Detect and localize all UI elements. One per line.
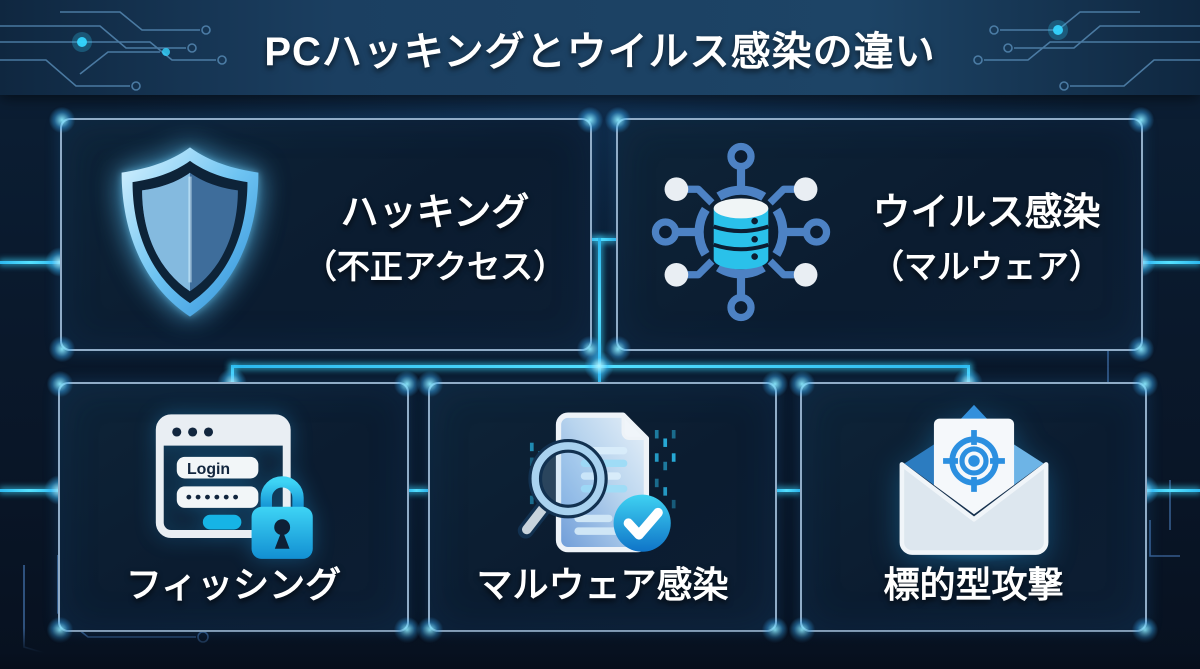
corner-glow — [1128, 107, 1154, 133]
node-virus-title: ウイルス感染 — [872, 192, 1101, 234]
password-field-mask: •••••• — [185, 487, 241, 506]
corner-glow — [1128, 336, 1154, 362]
corner-glow — [394, 371, 420, 397]
node-hacking-subtitle: （不正アクセス） — [303, 248, 567, 285]
connector-right-edge-top — [1139, 261, 1200, 264]
node-malware-label: マルウェア感染 — [476, 564, 729, 605]
corner-glow — [577, 336, 603, 362]
node-targeted: 標的型攻撃 — [789, 371, 1158, 643]
circuit-pattern-header-left — [0, 11, 227, 91]
corner-glow — [789, 371, 815, 397]
node-virus-subtitle: （マルウェア） — [871, 248, 1102, 285]
corner-glow — [1132, 371, 1158, 397]
footer-band — [0, 628, 1200, 669]
shield-icon — [100, 142, 280, 327]
network-database-icon — [650, 141, 832, 328]
connector-top-bridge — [588, 238, 616, 241]
node-hacking-title: ハッキング — [340, 192, 530, 234]
node-hacking: ハッキング （不正アクセス） — [49, 107, 603, 362]
login-window-lock-icon: Login •••••• — [60, 398, 407, 568]
page-title: PCハッキングとウイルス感染の違い — [264, 29, 936, 74]
connector-left-edge-bottom — [0, 489, 58, 492]
corner-glow — [49, 336, 75, 362]
node-targeted-label: 標的型攻撃 — [883, 564, 1064, 605]
connector-right-edge-bottom — [1143, 489, 1200, 492]
node-phishing: Login •••••• フィッシング — [47, 371, 420, 643]
connector-left-edge-top — [0, 261, 60, 264]
document-scan-check-icon — [430, 398, 775, 570]
node-virus: ウイルス感染 （マルウェア） — [605, 107, 1154, 362]
corner-glow — [762, 371, 788, 397]
circuit-pattern-header-right — [973, 11, 1200, 91]
login-field-label: Login — [186, 461, 229, 478]
connector-vertical-line — [598, 238, 601, 383]
corner-glow — [577, 107, 603, 133]
title-bar: PCハッキングとウイルス感染の違い — [0, 0, 1200, 95]
node-phishing-label: フィッシング — [125, 564, 342, 605]
connector-bottom-gap-left — [405, 489, 428, 492]
envelope-target-icon — [802, 398, 1145, 564]
corner-glow — [605, 107, 631, 133]
node-malware: マルウェア感染 — [417, 371, 788, 643]
corner-glow — [417, 371, 443, 397]
corner-glow — [605, 336, 631, 362]
corner-glow — [49, 107, 75, 133]
corner-glow — [47, 371, 73, 397]
connector-bottom-gap-right — [773, 489, 800, 492]
